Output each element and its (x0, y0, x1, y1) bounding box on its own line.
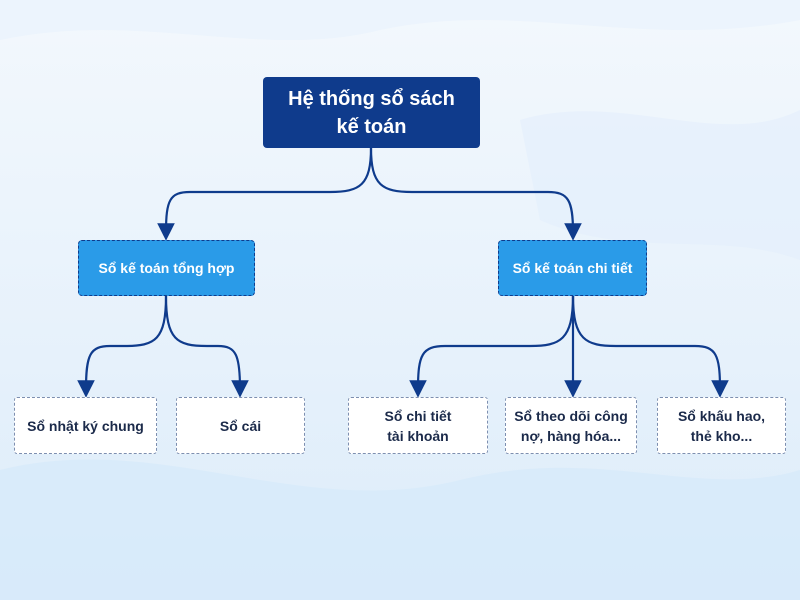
leaf-label: Sổ nhật ký chung (27, 417, 144, 434)
leaf-depreciation-stock-card: Sổ khấu hao, thẻ kho... (657, 397, 786, 454)
leaf-account-detail-book: Sổ chi tiết tài khoản (348, 397, 488, 454)
leaf-label: Sổ khấu hao, thẻ kho... (677, 407, 766, 444)
leaf-label: Sổ chi tiết tài khoản (384, 407, 452, 444)
connector-right-leaf3 (409, 294, 575, 398)
node-general-ledger-books: Sổ kế toán tổng hợp (78, 240, 255, 296)
node-label: Sổ kế toán chi tiết (512, 260, 633, 276)
node-label: Sổ kế toán tổng hợp (98, 260, 235, 276)
connector-left-leaf1 (77, 294, 168, 398)
connector-right-leaf5 (571, 294, 729, 398)
leaf-debt-inventory-tracking: Sổ theo dõi công nợ, hàng hóa... (505, 397, 637, 454)
root-node-accounting-book-system: Hệ thống sổ sách kế toán (263, 77, 480, 148)
node-detailed-ledger-books: Sổ kế toán chi tiết (498, 240, 647, 296)
root-node-label: Hệ thống sổ sách kế toán (288, 87, 455, 138)
connector-left-leaf2 (164, 294, 249, 398)
leaf-label: Sổ cái (219, 417, 262, 434)
connector-root-right (369, 146, 582, 241)
leaf-general-ledger: Sổ cái (176, 397, 305, 454)
leaf-label: Sổ theo dõi công nợ, hàng hóa... (514, 407, 628, 444)
connector-root-left (157, 146, 373, 241)
leaf-general-journal: Sổ nhật ký chung (14, 397, 157, 454)
